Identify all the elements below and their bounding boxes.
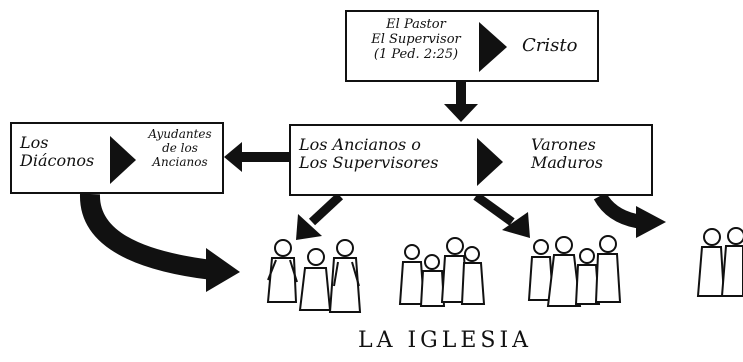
arrow-curved-left-box (80, 193, 240, 292)
people-group-2 (398, 237, 486, 307)
triangle-icon (110, 136, 136, 184)
church-label: LA IGLESIA (358, 328, 533, 353)
top-line-2: El Supervisor (371, 31, 461, 47)
middle-left-line-2: Los Supervisores (299, 153, 439, 173)
people-group-3 (527, 235, 622, 307)
middle-right-line-2: Maduros (531, 153, 603, 173)
middle-box: Los Ancianos o Los Supervisores Varones … (289, 124, 653, 196)
triangle-icon (477, 138, 503, 186)
left-left-line-2: Diáconos (20, 151, 95, 171)
top-box-right-text: Cristo (522, 35, 578, 56)
triangle-icon (479, 22, 507, 72)
left-right-line-3: Ancianos (152, 154, 208, 169)
left-right-line-1: Ayudantes (148, 127, 212, 141)
left-box-right-text: Ayudantes de los Ancianos (138, 127, 222, 169)
left-box: Los Diáconos Ayudantes de los Ancianos (10, 122, 224, 194)
top-line-1: El Pastor (386, 17, 446, 32)
arrow-curved-right (593, 192, 666, 238)
people-group-1 (266, 239, 362, 313)
arrow-down-right (473, 192, 530, 238)
people-group-4 (696, 227, 743, 297)
middle-left-line-1: Los Ancianos o (299, 135, 421, 154)
top-box: El Pastor El Supervisor (1 Ped. 2:25) Cr… (345, 10, 599, 82)
top-line-3: (1 Ped. 2:25) (373, 46, 459, 62)
top-box-left-text: El Pastor El Supervisor (1 Ped. 2:25) (355, 17, 477, 63)
middle-box-left-text: Los Ancianos o Los Supervisores (299, 135, 439, 173)
left-box-left-text: Los Diáconos (20, 133, 95, 171)
middle-right-line-1: Varones (531, 135, 596, 154)
arrow-down-left (296, 192, 344, 240)
left-left-line-1: Los (20, 133, 49, 152)
arrow-left-middle (224, 142, 290, 172)
middle-box-right-text: Varones Maduros (531, 135, 603, 173)
left-right-line-2: de los (162, 140, 198, 155)
arrow-down-top (444, 80, 478, 122)
